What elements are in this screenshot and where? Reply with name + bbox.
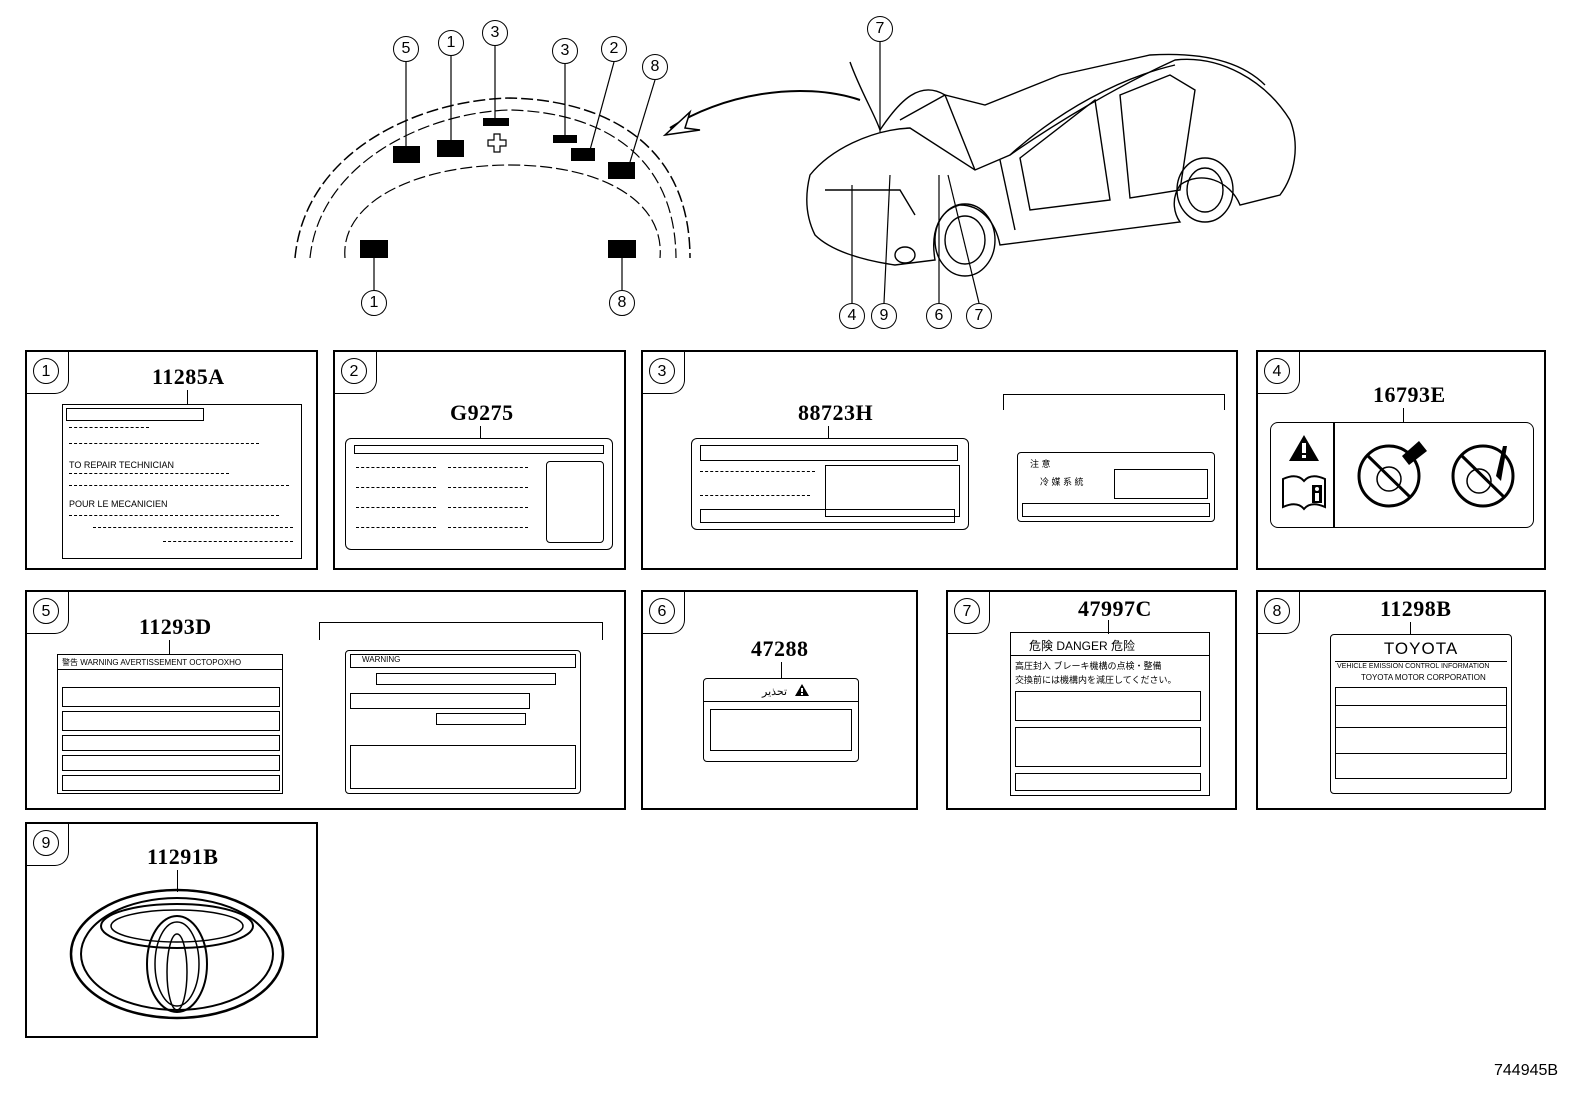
panel-6: 6 47288 تحذير: [641, 590, 918, 810]
label-position-3a: [483, 118, 509, 126]
label-16793E: [1270, 422, 1534, 528]
label-position-8b: [608, 240, 636, 258]
part-number: 88723H: [798, 400, 874, 425]
part-number: 11293D: [139, 614, 212, 639]
callout-8: 8: [642, 54, 668, 80]
label-88723H-alt: 注 意 冷 媒 系 統: [1017, 452, 1215, 522]
panel-number: 6: [649, 598, 675, 624]
label-position-8: [608, 162, 635, 179]
callout-7: 7: [966, 303, 992, 329]
part-number: G9275: [450, 400, 514, 425]
panel-2: 2 G9275: [333, 350, 626, 570]
panel-number: 7: [954, 598, 980, 624]
label-position-3b: [553, 135, 577, 143]
warning-manual-icon: [1282, 435, 1326, 511]
label-11293D: 警告 WARNING AVERTISSEMENT OCTOPOXHO: [57, 654, 283, 794]
label-88723H: [691, 438, 969, 530]
figure-id: 744945B: [1494, 1062, 1559, 1079]
panel-number: 2: [341, 358, 367, 384]
label-47288: تحذير: [703, 678, 859, 762]
callout-5: 5: [393, 36, 419, 62]
panel-number: 5: [33, 598, 59, 624]
panel-number: 9: [33, 830, 59, 856]
brand-text: TOYOTA: [1383, 639, 1459, 658]
part-number: 11298B: [1380, 596, 1452, 621]
callout-3: 3: [552, 38, 578, 64]
label-11298B: TOYOTA VEHICLE EMISSION CONTROL INFORMAT…: [1330, 634, 1512, 794]
no-child-seat-airbag-icon: [1451, 444, 1515, 508]
panel-number: 8: [1264, 598, 1290, 624]
callout-6: 6: [926, 303, 952, 329]
panel-4: 4 16793E: [1256, 350, 1546, 570]
panel-8: 8 11298B TOYOTA VEHICLE EMISSION CONTROL…: [1256, 590, 1546, 810]
callout-3: 3: [482, 20, 508, 46]
panel-number: 1: [33, 358, 59, 384]
label-position-1b: [360, 240, 388, 258]
callout-1: 1: [438, 30, 464, 56]
label-position-2: [571, 148, 595, 161]
no-child-seat-icon: [1357, 441, 1427, 508]
part-number: 11285A: [152, 364, 225, 389]
panel-3: 3 88723H 注 意 冷 媒 系 統: [641, 350, 1238, 570]
warning-icon: [795, 684, 809, 696]
part-number: 11291B: [147, 844, 219, 869]
top-illustration: [294, 42, 1296, 304]
label-11293D-alt: WARNING: [345, 650, 581, 794]
panel-1: 1 11285A TO REPAIR TECHNICIAN POUR LE ME…: [25, 350, 318, 570]
part-number: 16793E: [1373, 382, 1446, 407]
label-11285A: TO REPAIR TECHNICIAN POUR LE MECANICIEN: [62, 404, 302, 559]
toyota-emblem-icon: [69, 888, 285, 1020]
panel-5: 5 11293D 警告 WARNING AVERTISSEMENT OCTOPO…: [25, 590, 626, 810]
callout-7: 7: [867, 16, 893, 42]
panel-7: 7 47997C 危険 DANGER 危险 高圧封入 ブレーキ機構の点検・整備 …: [946, 590, 1237, 810]
label-47997C: 危険 DANGER 危险 高圧封入 ブレーキ機構の点検・整備 交換前には機構内を…: [1010, 632, 1210, 796]
part-number: 47997C: [1078, 596, 1152, 621]
callout-1: 1: [361, 290, 387, 316]
panel-number: 4: [1264, 358, 1290, 384]
label-position-1: [437, 140, 464, 157]
part-number: 47288: [751, 636, 809, 661]
callout-2: 2: [601, 36, 627, 62]
label-G9275: [345, 438, 613, 550]
callout-9: 9: [871, 303, 897, 329]
callout-8: 8: [609, 290, 635, 316]
panel-number: 3: [649, 358, 675, 384]
callout-4: 4: [839, 303, 865, 329]
label-position-5: [393, 146, 420, 163]
panel-9: 9 11291B: [25, 822, 318, 1038]
